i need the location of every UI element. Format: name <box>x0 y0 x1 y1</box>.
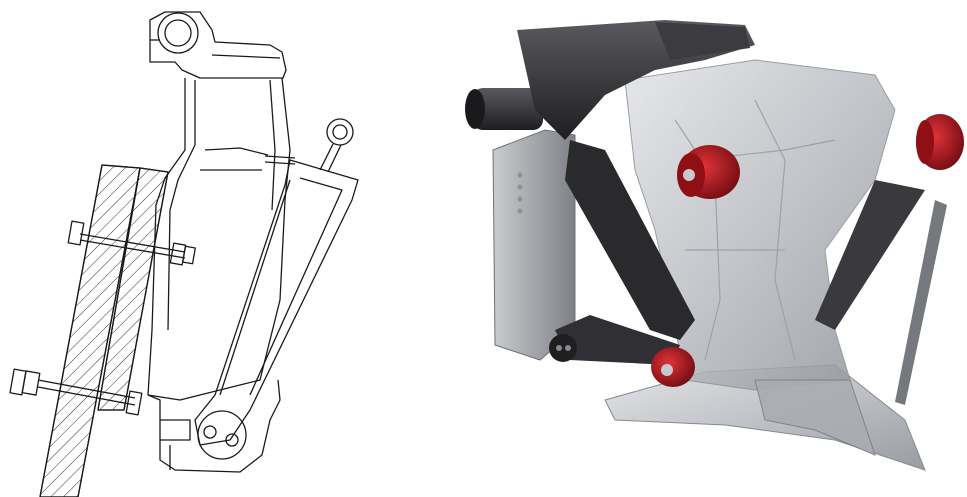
red-bushing-upper <box>677 145 740 199</box>
transom-section <box>39 164 169 497</box>
tilt-rod-render <box>895 200 947 405</box>
actuator-motor <box>465 88 543 130</box>
dark-left-arm <box>565 140 695 340</box>
mount-3d-render <box>465 20 964 471</box>
skeg <box>754 379 876 456</box>
main-body <box>147 77 296 401</box>
red-bushing-lower <box>651 347 695 387</box>
tilt-rod <box>319 118 354 173</box>
dark-right-arm <box>815 180 925 330</box>
mount-line-drawing <box>9 11 359 497</box>
top-bracket <box>149 11 287 79</box>
side-housing <box>492 129 576 361</box>
render-panel <box>455 0 967 497</box>
lower-bolt <box>9 368 143 416</box>
red-bushing-right <box>916 114 964 170</box>
dark-lower-arm <box>555 315 680 365</box>
swing-arm <box>194 159 359 446</box>
bottom-pivot <box>147 379 281 473</box>
lower-left-pivot <box>549 334 577 362</box>
line-drawing-panel <box>0 0 370 497</box>
upper-bolt <box>67 220 196 266</box>
